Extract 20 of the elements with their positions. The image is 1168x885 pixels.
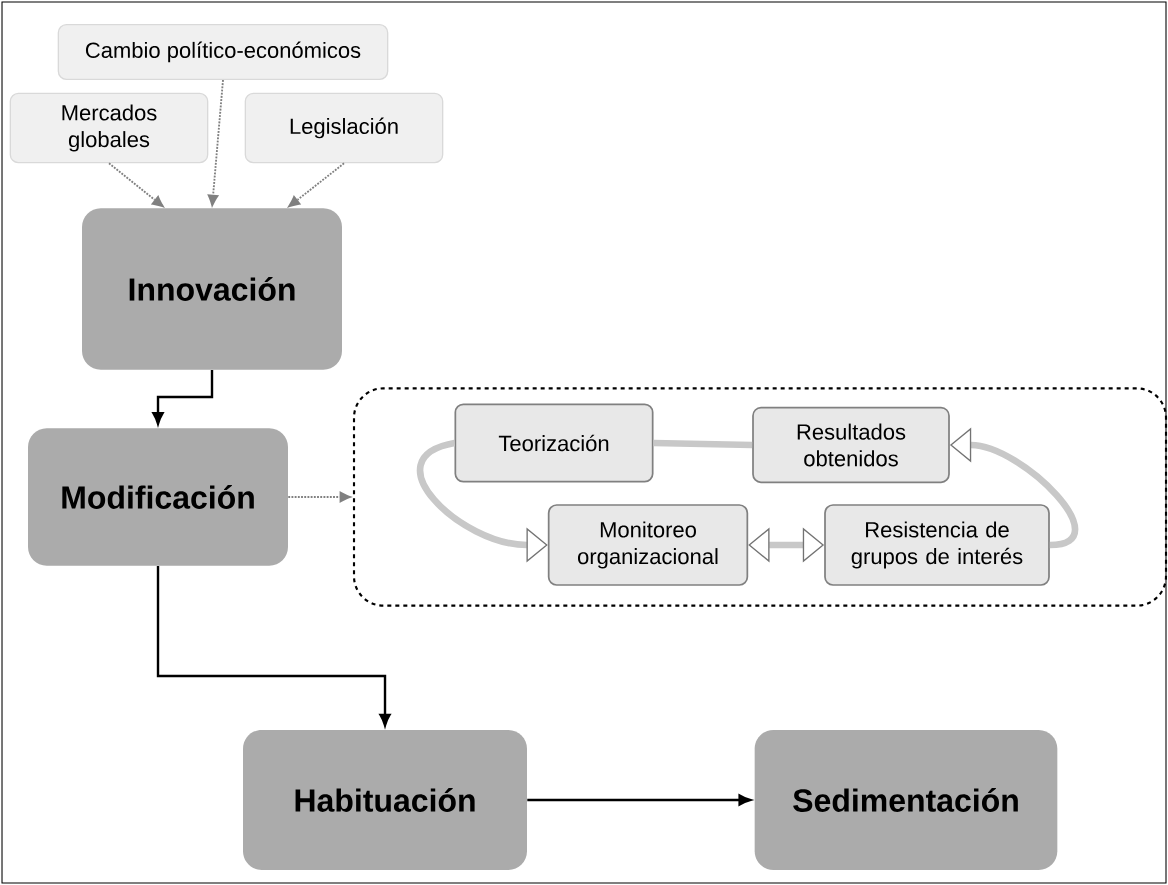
arrow (287, 162, 345, 209)
input-box: Legislación (244, 92, 444, 164)
process-box: Monitoreo organizacional (547, 504, 749, 586)
arrow (287, 491, 353, 503)
block-bar (653, 439, 753, 449)
process-box: Resistencia de grupos de interés (824, 504, 1050, 586)
process-box: Teorización (454, 403, 654, 483)
stage-box: Habituación (243, 730, 527, 870)
arrow (108, 162, 165, 209)
stage-box: Modificación (28, 428, 288, 566)
arrow (152, 369, 214, 425)
input-box: Cambio político-económicos (57, 24, 389, 80)
input-box: Mercados globales (9, 92, 209, 164)
process-box: Resultados obtenidos (752, 406, 950, 484)
stage-box: Sedimentación (754, 730, 1058, 870)
stage-box: Innovación (82, 208, 342, 370)
arrow (156, 565, 391, 727)
dashed-group-box (352, 387, 1168, 607)
arrow (207, 79, 224, 209)
arrow (527, 794, 752, 806)
